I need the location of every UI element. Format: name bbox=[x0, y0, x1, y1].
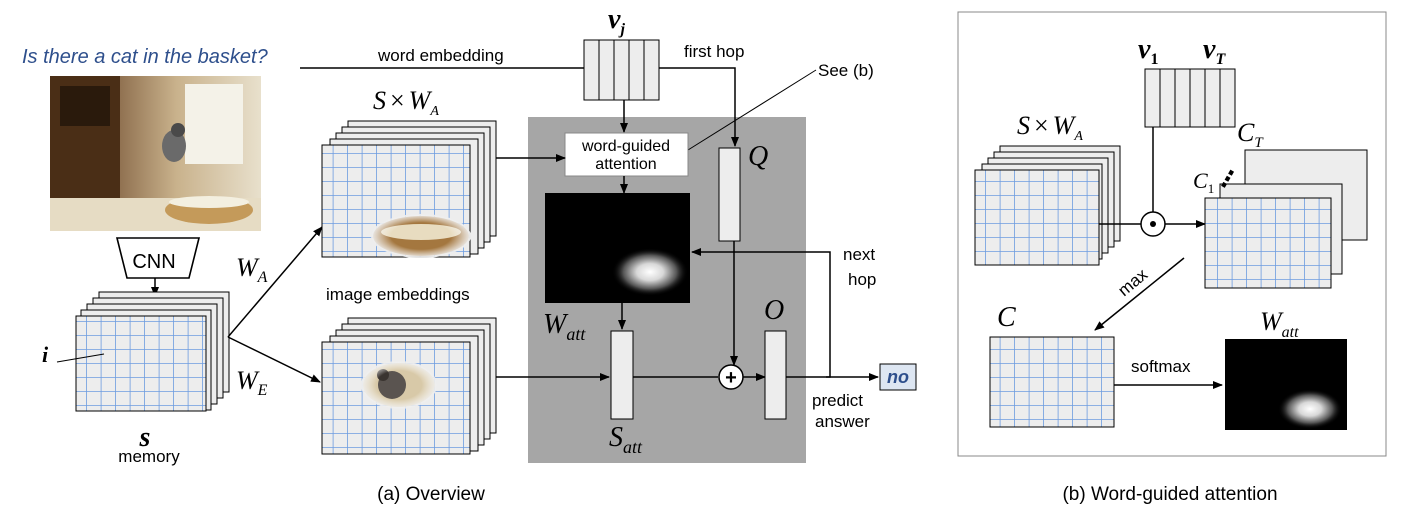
watt-label-b: Watt bbox=[1260, 307, 1299, 341]
cnn-label: CNN bbox=[132, 251, 175, 273]
arrow-we bbox=[227, 336, 321, 383]
wa-label: WA bbox=[236, 253, 268, 286]
o-label: O bbox=[764, 295, 784, 326]
arrow-wa bbox=[227, 226, 323, 338]
q-vector bbox=[718, 147, 741, 242]
word-guided-label-1: word-guided bbox=[581, 138, 670, 155]
s-times-wa-label: S×WA bbox=[373, 86, 439, 119]
watt-label: Watt bbox=[543, 309, 586, 344]
c-matrix-grid bbox=[989, 336, 1115, 428]
see-b-label: See (b) bbox=[818, 61, 874, 80]
caption-a: (a) Overview bbox=[377, 484, 485, 505]
key-embedding-stack-b bbox=[974, 145, 1121, 266]
vj-vector bbox=[583, 39, 660, 101]
predict-label-1: predict bbox=[812, 391, 863, 410]
answer-text: no bbox=[887, 367, 909, 387]
first-hop-line bbox=[659, 67, 739, 147]
memory-stack bbox=[75, 291, 230, 412]
c1-label: C1 bbox=[1193, 168, 1214, 196]
s-label: s bbox=[139, 422, 151, 453]
o-vector bbox=[764, 330, 787, 420]
i-label: i bbox=[42, 342, 49, 367]
key-embedding-stack bbox=[321, 120, 497, 258]
vt-label: vT bbox=[1203, 34, 1226, 68]
memory-label: memory bbox=[118, 447, 180, 466]
cnn-block bbox=[115, 237, 201, 279]
first-hop-label: first hop bbox=[684, 42, 744, 61]
i-pointer bbox=[56, 353, 105, 363]
word-embedding-label: word embedding bbox=[377, 46, 504, 65]
q-label: Q bbox=[748, 141, 768, 172]
softmax-label: softmax bbox=[1131, 357, 1191, 376]
dot-center bbox=[1150, 221, 1156, 227]
see-b-pointer bbox=[687, 69, 817, 151]
vj-label: vj bbox=[608, 4, 625, 38]
input-photo bbox=[50, 76, 261, 231]
arrow-max bbox=[1094, 257, 1185, 331]
watt-hotspot bbox=[612, 248, 688, 296]
question-text: Is there a cat in the basket? bbox=[22, 46, 269, 68]
predict-label-2: answer bbox=[815, 412, 870, 431]
s-times-wa-label-b: S×WA bbox=[1017, 111, 1083, 144]
v-vectors bbox=[1144, 68, 1236, 128]
we-label: WE bbox=[236, 366, 268, 399]
v1-label: v1 bbox=[1138, 34, 1158, 68]
next-hop-loop bbox=[691, 248, 831, 378]
c-label: C bbox=[997, 302, 1016, 333]
satt-vector bbox=[610, 330, 634, 420]
plus-symbol: + bbox=[725, 367, 737, 389]
ct-label: CT bbox=[1237, 118, 1264, 151]
answer-box bbox=[879, 363, 917, 391]
c-stack bbox=[1204, 149, 1368, 289]
caption-b: (b) Word-guided attention bbox=[1062, 484, 1277, 505]
next-hop-label-2: hop bbox=[848, 270, 876, 289]
next-hop-label-1: next bbox=[843, 245, 875, 264]
image-embedding-stack bbox=[321, 317, 497, 455]
watt-hotspot-b bbox=[1278, 389, 1342, 429]
satt-label: Satt bbox=[609, 422, 643, 457]
word-guided-label-2: attention bbox=[595, 156, 656, 173]
image-embeddings-label: image embeddings bbox=[326, 285, 470, 304]
